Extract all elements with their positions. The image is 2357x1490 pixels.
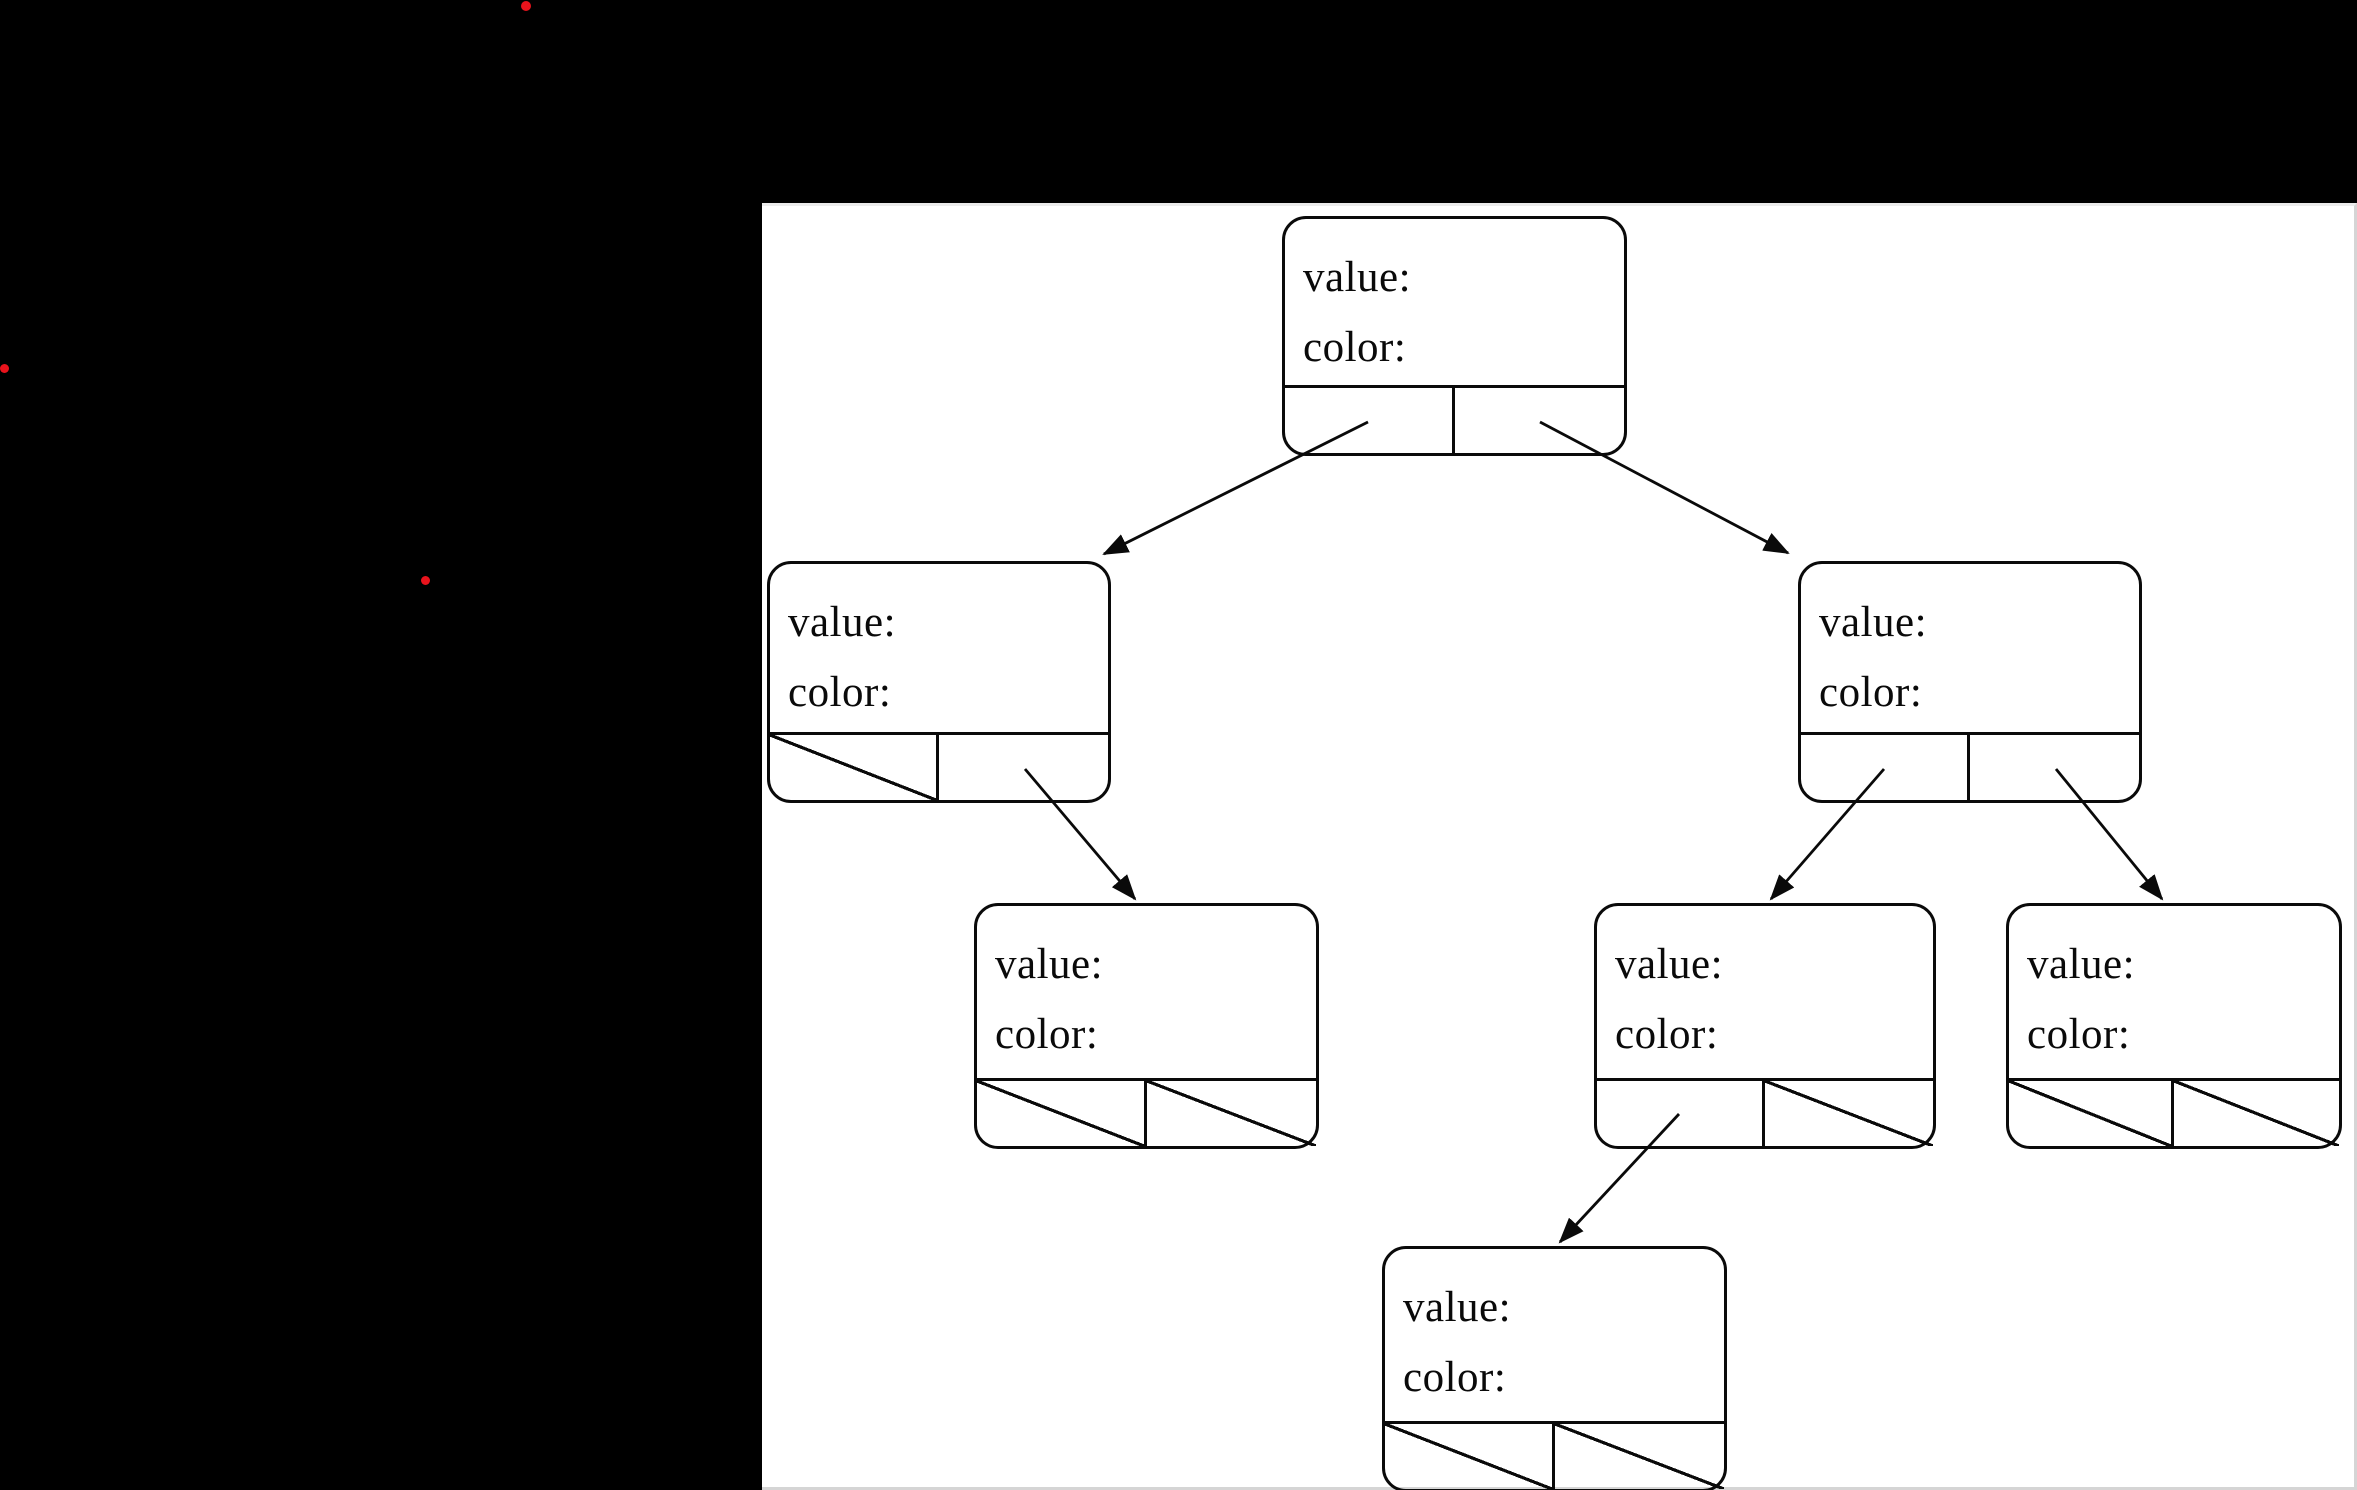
pointer-row: [1285, 385, 1624, 453]
right-pointer-cell: [1554, 1424, 1724, 1489]
red-dot-marker: [521, 1, 531, 11]
color-field-label: color:: [1819, 669, 1923, 716]
tree-node-right-left-grandchild: value: color:: [1594, 903, 1936, 1149]
color-field-label: color:: [1303, 324, 1407, 371]
color-field-label: color:: [1615, 1011, 1719, 1058]
left-pointer-cell: [1597, 1081, 1765, 1146]
pointer-row: [1597, 1078, 1933, 1146]
node-fields: value: color:: [770, 564, 1108, 732]
value-field-label: value:: [788, 599, 897, 646]
tree-node-root: value: color:: [1282, 216, 1627, 456]
color-field-label: color:: [2027, 1011, 2131, 1058]
left-pointer-cell: [1385, 1424, 1555, 1489]
left-pointer-cell: [2009, 1081, 2174, 1146]
left-pointer-cell: [1801, 735, 1970, 800]
document-page: value: color: value: color: value: color…: [762, 203, 2357, 1490]
tree-node-right-right-grandchild: value: color:: [2006, 903, 2342, 1149]
left-pointer-cell: [977, 1081, 1147, 1146]
node-fields: value: color:: [1597, 906, 1933, 1078]
right-pointer-cell: [1765, 1081, 1933, 1146]
red-dot-marker: [0, 364, 9, 373]
tree-node-right-child: value: color:: [1798, 561, 2142, 803]
node-fields: value: color:: [1801, 564, 2139, 732]
pointer-row: [1801, 732, 2139, 800]
pointer-row: [770, 732, 1108, 800]
pointer-row: [1385, 1421, 1724, 1489]
node-fields: value: color:: [977, 906, 1316, 1078]
right-pointer-cell: [2174, 1081, 2339, 1146]
value-field-label: value:: [1615, 941, 1724, 988]
color-field-label: color:: [995, 1011, 1099, 1058]
left-pointer-cell: [1285, 388, 1455, 453]
value-field-label: value:: [2027, 941, 2136, 988]
tree-node-left-right-grandchild: value: color:: [974, 903, 1319, 1149]
node-fields: value: color:: [2009, 906, 2339, 1078]
pointer-row: [977, 1078, 1316, 1146]
right-pointer-cell: [1970, 735, 2139, 800]
right-pointer-cell: [1146, 1081, 1316, 1146]
left-pointer-cell: [770, 735, 939, 800]
value-field-label: value:: [1819, 599, 1928, 646]
node-fields: value: color:: [1285, 219, 1624, 385]
color-field-label: color:: [1403, 1354, 1507, 1401]
right-pointer-cell: [939, 735, 1108, 800]
value-field-label: value:: [1303, 254, 1412, 301]
right-pointer-cell: [1455, 388, 1625, 453]
node-fields: value: color:: [1385, 1249, 1724, 1421]
tree-node-right-left-left-great-grandchild: value: color:: [1382, 1246, 1727, 1490]
pointer-row: [2009, 1078, 2339, 1146]
red-dot-marker: [421, 576, 430, 585]
tree-node-left-child: value: color:: [767, 561, 1111, 803]
value-field-label: value:: [1403, 1284, 1512, 1331]
color-field-label: color:: [788, 669, 892, 716]
value-field-label: value:: [995, 941, 1104, 988]
